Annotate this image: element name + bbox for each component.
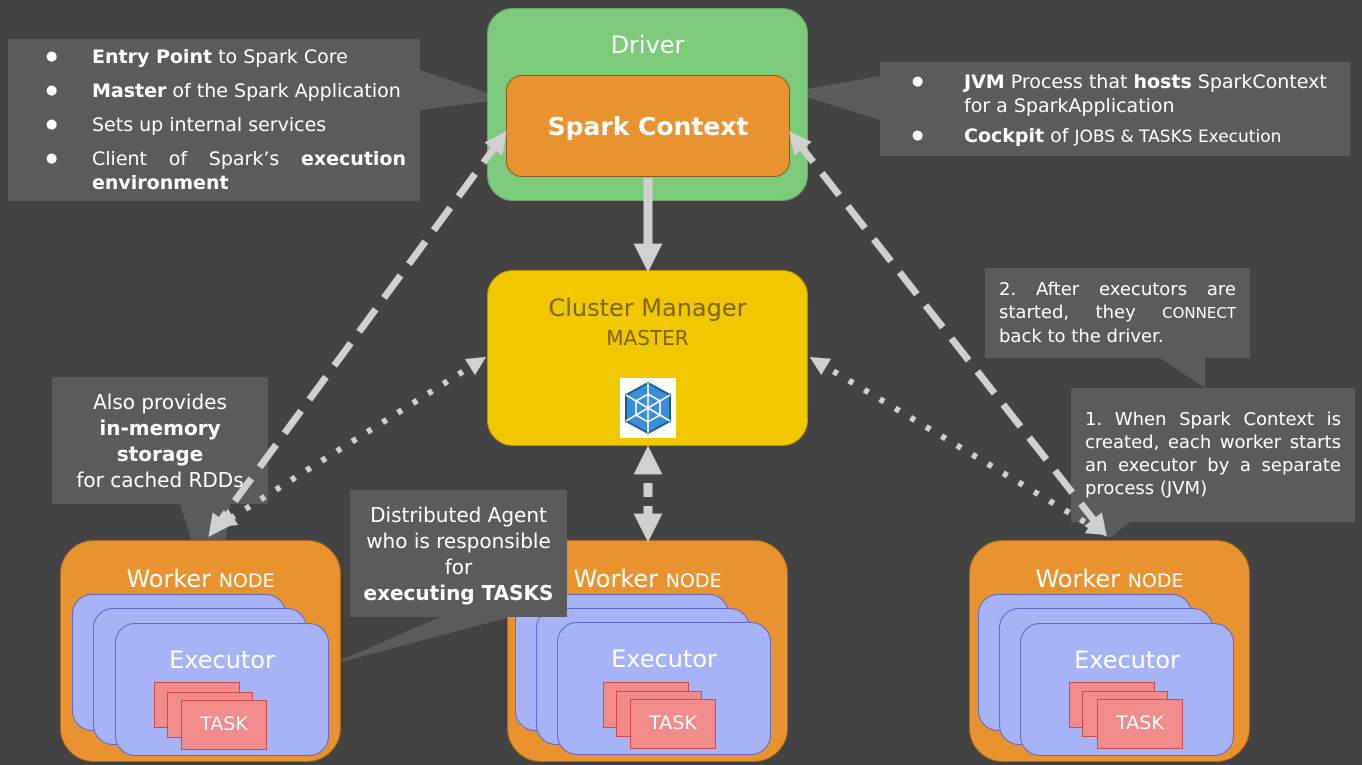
task-1 (181, 700, 267, 750)
callout-item-jvm-process: JVM Process that hosts SparkContext for … (912, 70, 1336, 118)
executor-2-label: Executor (611, 645, 717, 673)
worker-node-3-label: Worker NODE (1035, 565, 1184, 593)
task-3 (1097, 699, 1183, 749)
cluster-to-worker1-dotted-arrow (216, 356, 487, 528)
kubernetes-hex-icon (620, 378, 676, 438)
task-3-label: TASK (1116, 712, 1164, 734)
spark-context-box: Spark Context (506, 75, 790, 177)
cluster-manager-subtitle: MASTER (606, 326, 689, 350)
context-to-worker3-arrow (789, 131, 1107, 537)
context-to-worker1-arrow (208, 130, 507, 538)
executor-3-label: Executor (1074, 646, 1180, 674)
spark-context-description-callout: JVM Process that hosts SparkContext for … (880, 62, 1350, 156)
left-callout-pointer (420, 70, 506, 110)
driver-title: Driver (610, 31, 685, 59)
worker-node-2-label: Worker NODE (573, 565, 722, 593)
agent-callout-pointer (330, 617, 510, 665)
callout-item-master: Master of the Spark Application (46, 79, 406, 103)
callout-item-entry-point: Entry Point to Spark Core (46, 45, 406, 69)
callout-item-internal-services: Sets up internal services (46, 113, 406, 137)
cluster-manager-title: Cluster Manager (548, 294, 747, 322)
cluster-to-worker3-dotted-arrow (809, 357, 1107, 535)
worker-starts-executor-callout: 1. When Spark Context is created, each w… (1071, 388, 1355, 522)
connect-callout-pointer (1160, 358, 1205, 388)
task-1-label: TASK (200, 713, 248, 735)
task-2-label: TASK (649, 712, 697, 734)
executor-1-label: Executor (169, 646, 275, 674)
spark-context-label: Spark Context (547, 111, 749, 141)
task-2 (630, 699, 716, 749)
worker-node-1-label: Worker NODE (126, 565, 275, 593)
right-callout-pointer (790, 76, 880, 120)
